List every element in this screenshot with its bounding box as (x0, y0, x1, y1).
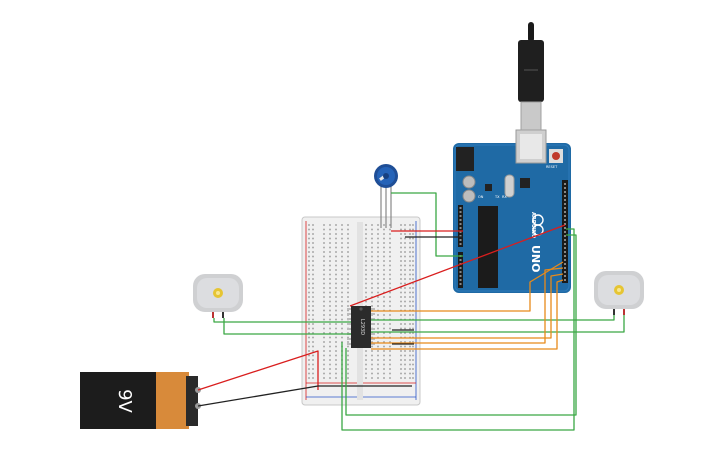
wire-green-enable-2[interactable] (341, 228, 575, 431)
rx-label: RX (502, 195, 507, 199)
battery-9v[interactable]: 9V (80, 372, 201, 429)
wire-green-motor-left-a[interactable] (213, 318, 351, 323)
usb-cable[interactable] (518, 22, 544, 131)
wire-green-motor-right-a[interactable] (371, 315, 615, 321)
potentiometer-knob-icon[interactable] (383, 173, 389, 179)
reset-button[interactable] (552, 152, 560, 160)
potentiometer[interactable] (374, 164, 398, 228)
wires[interactable] (197, 192, 625, 431)
reset-label: RESET (546, 165, 558, 169)
wire-black-battery[interactable] (197, 385, 412, 407)
l293d-chip[interactable]: L293D (347, 306, 375, 348)
wire-red-battery[interactable] (197, 350, 319, 391)
battery-label: 9V (114, 389, 135, 413)
wire-green-motor-right-b[interactable] (371, 315, 625, 333)
on-led-label: ON (478, 195, 484, 199)
wire-orange-2[interactable] (371, 267, 564, 344)
dc-motor-left[interactable] (193, 274, 243, 318)
wire-orange-3[interactable] (371, 273, 564, 339)
arduino-brand: ARDUINO (530, 212, 536, 238)
dc-motor-right[interactable] (594, 271, 644, 315)
arduino-model: UNO (529, 245, 542, 273)
tx-label: TX (494, 195, 500, 199)
wire-orange-1[interactable] (371, 261, 564, 312)
wire-green-motor-left-b[interactable] (223, 318, 351, 335)
wire-red-5v[interactable] (349, 224, 566, 307)
wire-orange-4[interactable] (371, 279, 564, 350)
wire-green-enable-1[interactable] (345, 234, 577, 416)
chip-label: L293D (359, 319, 365, 335)
wire-green-pot[interactable] (391, 192, 463, 257)
